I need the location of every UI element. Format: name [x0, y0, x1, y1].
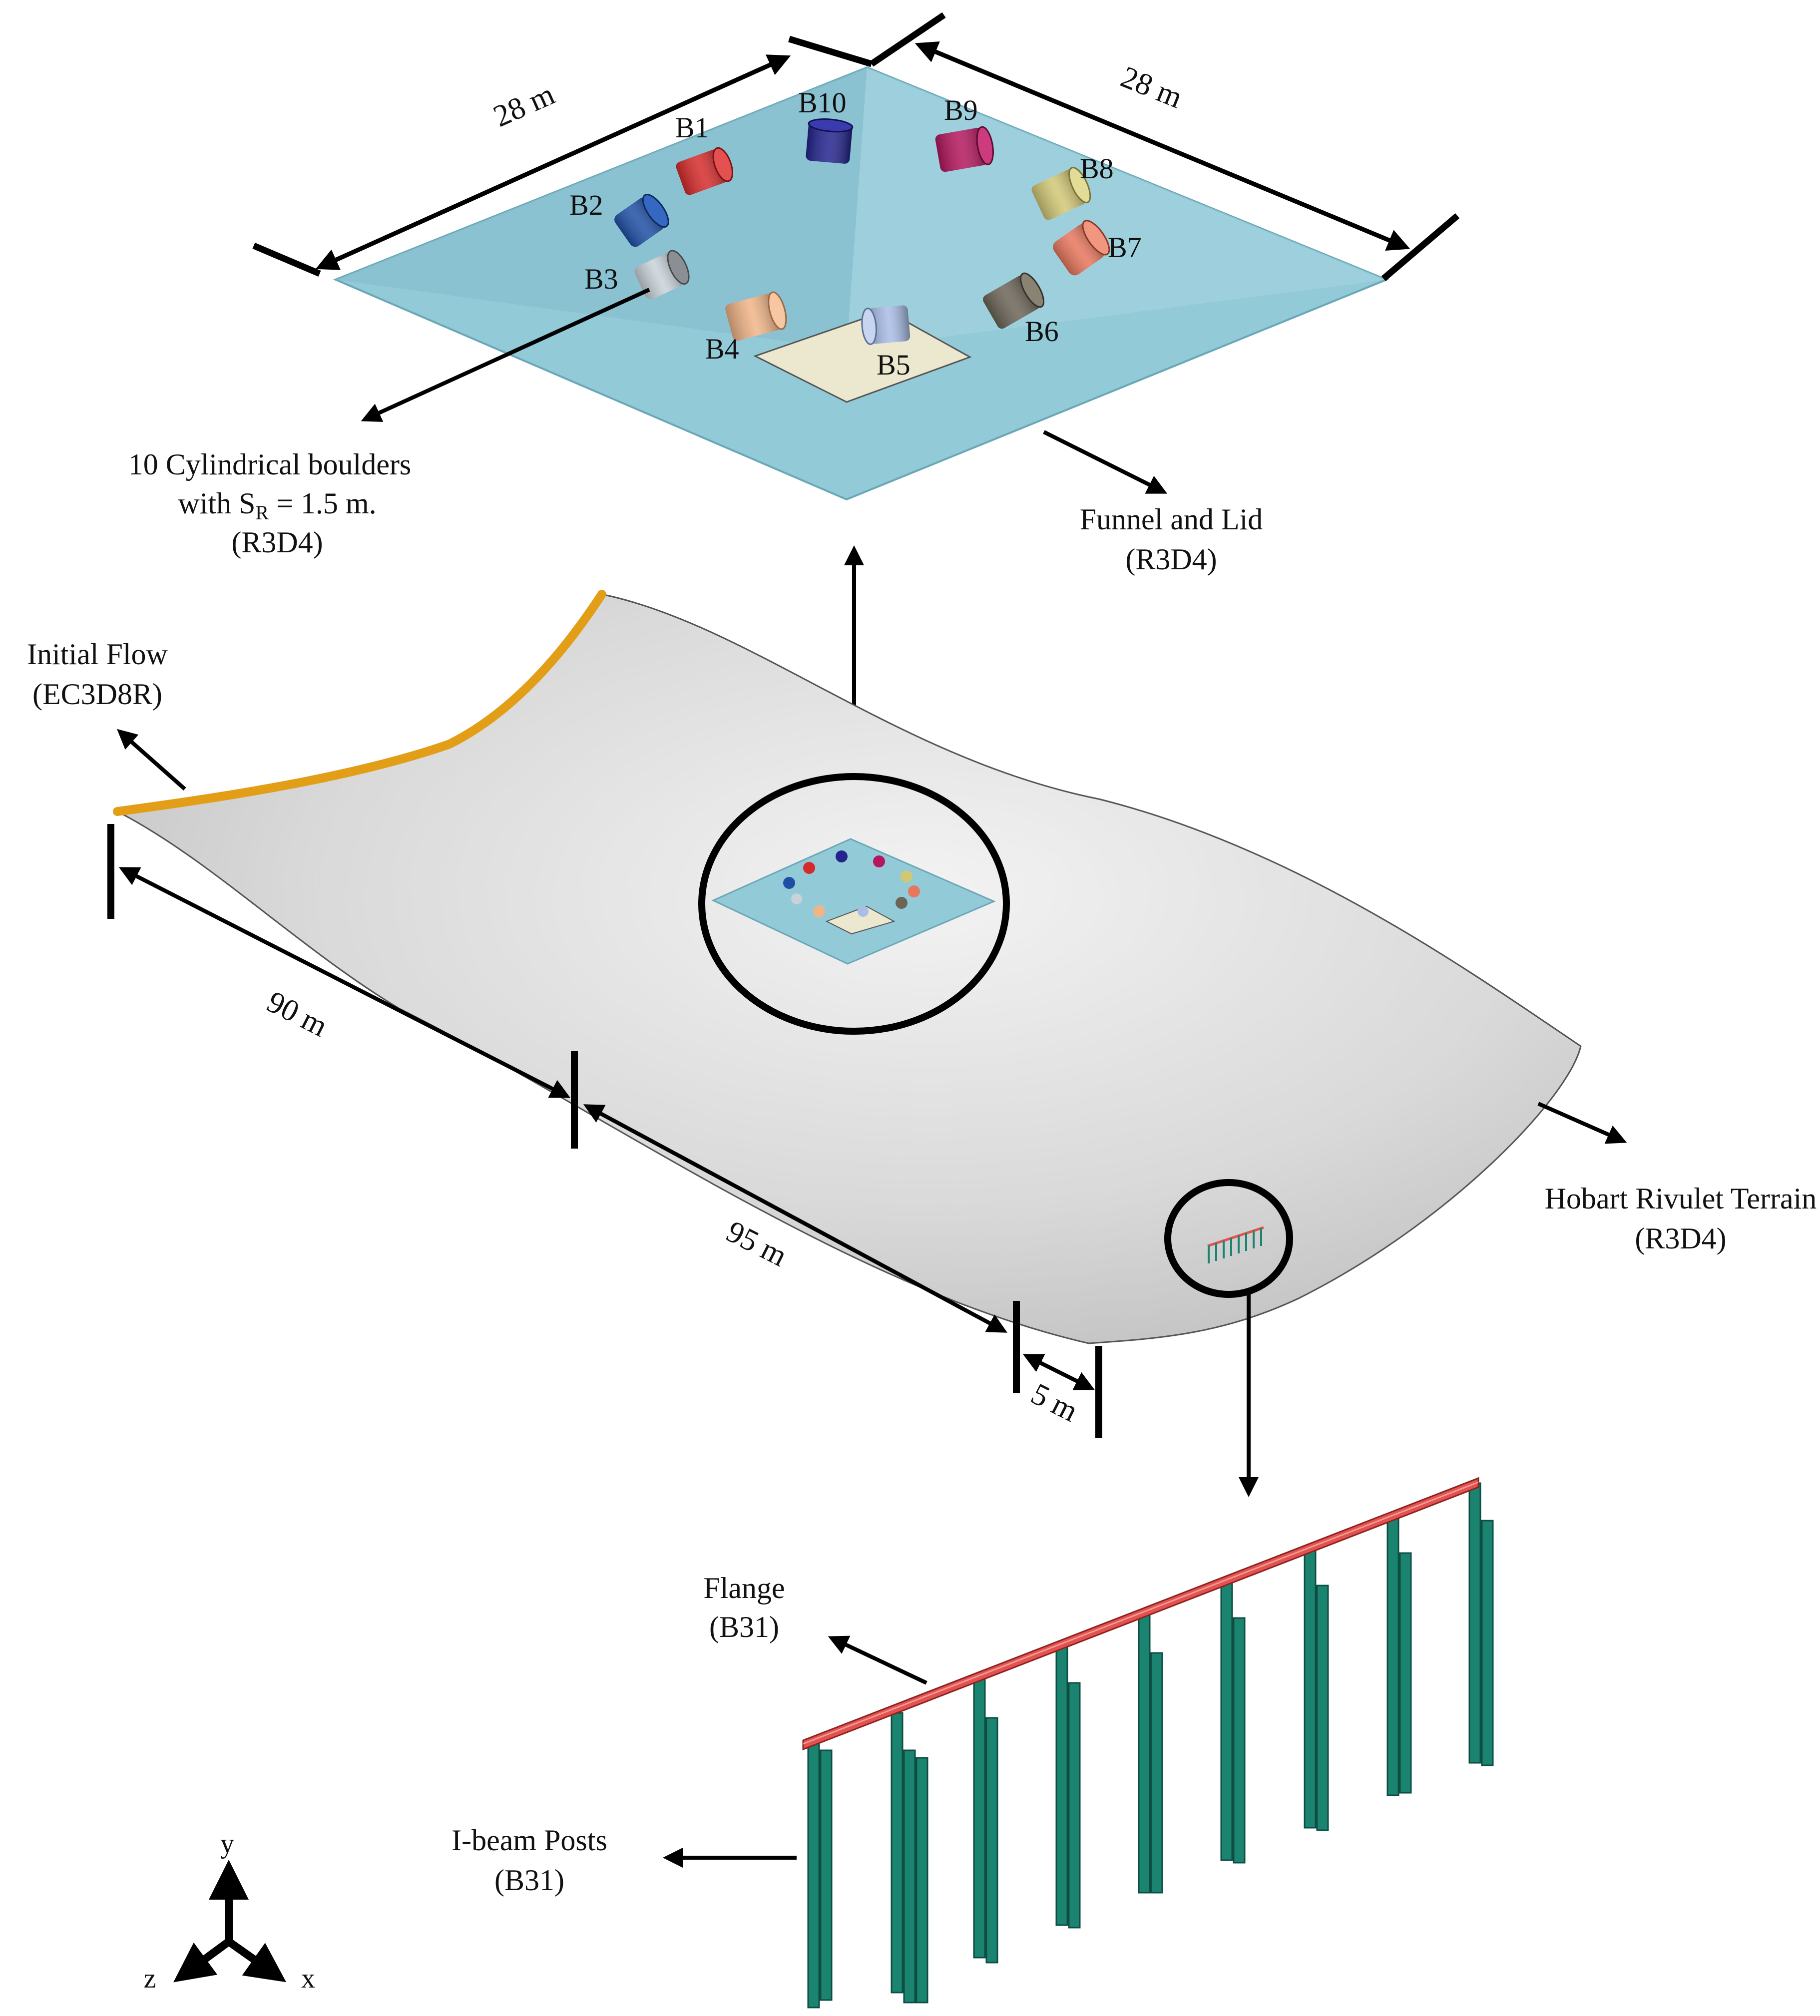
dim-line-left — [315, 54, 791, 270]
axis-y-label: y — [220, 1828, 234, 1859]
boulders-caption-sub: R — [255, 501, 269, 524]
terrain: Initial Flow (EC3D8R) Hobart Rivulet Ter… — [27, 590, 1817, 1497]
post-2 — [891, 1712, 928, 2004]
dim-label-left: 28 m — [488, 77, 560, 134]
boulders-caption-prefix: with S — [178, 487, 255, 520]
boulder-B9 — [935, 126, 994, 172]
boulder-label-B8: B8 — [1080, 152, 1114, 185]
dim-5-line — [1022, 1354, 1095, 1390]
boulder-B10 — [806, 118, 854, 164]
flange-caption-line2: (B31) — [709, 1611, 779, 1643]
boulder-B3 — [634, 250, 690, 300]
mini-boulder-8 — [901, 870, 912, 882]
initial-flow-strip — [113, 590, 606, 816]
boulders-caption-line1: 10 Cylindrical boulders — [128, 448, 412, 481]
axis-triad: y z x — [144, 1828, 315, 1994]
boulder-B7 — [1053, 220, 1110, 276]
funnel-caption-line2: (R3D4) — [1125, 543, 1217, 576]
boulder-B2 — [614, 194, 669, 247]
mini-boulder-1 — [803, 862, 815, 874]
boulder-label-B9: B9 — [944, 94, 978, 126]
post-1 — [807, 1742, 833, 2009]
dim-90-line — [118, 867, 571, 1098]
boulders-caption-line3: (R3D4) — [231, 526, 323, 559]
initial-flow-arrow — [117, 729, 186, 791]
mini-boulder-2 — [783, 877, 795, 889]
mini-barrier — [1207, 1226, 1264, 1263]
boulder-label-B1: B1 — [675, 111, 709, 144]
flange-highlight — [803, 1481, 1479, 1745]
boulder-label-B6: B6 — [1025, 315, 1059, 348]
axis-z-label: z — [144, 1963, 156, 1994]
boulder-label-B4: B4 — [705, 333, 739, 365]
funnel-arrow — [1043, 430, 1168, 494]
dim-line-right — [914, 41, 1410, 251]
boulder-B6 — [983, 272, 1045, 329]
dim-tick-top — [788, 35, 873, 67]
posts-caption-line2: (B31) — [494, 1864, 564, 1897]
mini-boulder-9 — [873, 855, 885, 867]
post-8 — [1386, 1515, 1412, 1796]
initial-flow-line2: (EC3D8R) — [32, 678, 162, 711]
i-beam-posts — [807, 1482, 1494, 2009]
inset-circle-barrier — [1164, 1179, 1293, 1298]
boulder-B5 — [861, 305, 910, 345]
post-7 — [1304, 1547, 1329, 1831]
terrain-arrow — [1537, 1102, 1627, 1144]
flange-arrow — [828, 1635, 927, 1685]
boulders-caption-line2: with SR = 1.5 m. — [178, 487, 376, 524]
terrain-caption-line2: (R3D4) — [1635, 1222, 1726, 1255]
mini-lid — [825, 905, 896, 935]
mini-boulder-3 — [791, 893, 802, 904]
post-4 — [1055, 1644, 1081, 1929]
dim-label-95: 95 m — [721, 1214, 793, 1273]
mini-boulder-4 — [813, 905, 825, 917]
boulder-label-B10: B10 — [798, 86, 847, 119]
axis-z-arrow — [173, 1938, 231, 1983]
axis-x-label: x — [301, 1963, 315, 1994]
mini-funnel — [711, 838, 996, 965]
funnel-caption-line1: Funnel and Lid — [1080, 503, 1263, 536]
dim-label-5: 5 m — [1026, 1377, 1083, 1429]
dim-label-90: 90 m — [262, 985, 333, 1044]
flange-rail — [802, 1477, 1479, 1751]
dim-label-right: 28 m — [1116, 60, 1187, 115]
dim-95-line — [583, 1104, 1008, 1333]
post-5 — [1138, 1612, 1163, 1894]
dim-tick-left-a — [252, 243, 321, 277]
funnel-lid — [753, 310, 972, 403]
posts-caption-line1: I-beam Posts — [452, 1824, 607, 1857]
dim-tick-right — [1381, 213, 1460, 281]
mini-boulder-6 — [896, 897, 908, 909]
flange-caption-line1: Flange — [703, 1572, 785, 1605]
inset-circle-funnel — [698, 773, 1010, 1035]
boulder-label-B2: B2 — [569, 189, 603, 221]
boulder-label-B3: B3 — [584, 263, 618, 295]
boulder-label-B7: B7 — [1108, 231, 1142, 264]
mini-boulder-7 — [908, 885, 920, 897]
mini-posts — [1208, 1228, 1262, 1263]
axis-x-arrow — [226, 1938, 287, 1983]
mini-boulder-5 — [858, 906, 869, 917]
boulder-panel: 28 m 28 m — [128, 12, 1460, 576]
dim-tick-top-b — [870, 12, 946, 67]
post-9 — [1468, 1482, 1494, 1766]
barrier-detail: Flange (B31) I-beam Posts (B31) — [452, 1477, 1494, 2009]
boulder-B1 — [676, 147, 734, 195]
boulders-arrow — [361, 288, 650, 422]
boulder-label-B5: B5 — [877, 349, 910, 381]
boulder-B4 — [725, 291, 787, 341]
boulder-B8 — [1031, 167, 1091, 220]
terrain-caption-line1: Hobart Rivulet Terrain — [1545, 1182, 1817, 1215]
mini-boulders — [783, 850, 920, 917]
mini-boulder-10 — [836, 850, 848, 862]
post-6 — [1220, 1580, 1246, 1864]
terrain-surface — [115, 593, 1582, 1344]
post-3 — [973, 1677, 998, 1964]
initial-flow-line1: Initial Flow — [27, 638, 168, 671]
boulders-caption-suffix: = 1.5 m. — [269, 487, 377, 520]
